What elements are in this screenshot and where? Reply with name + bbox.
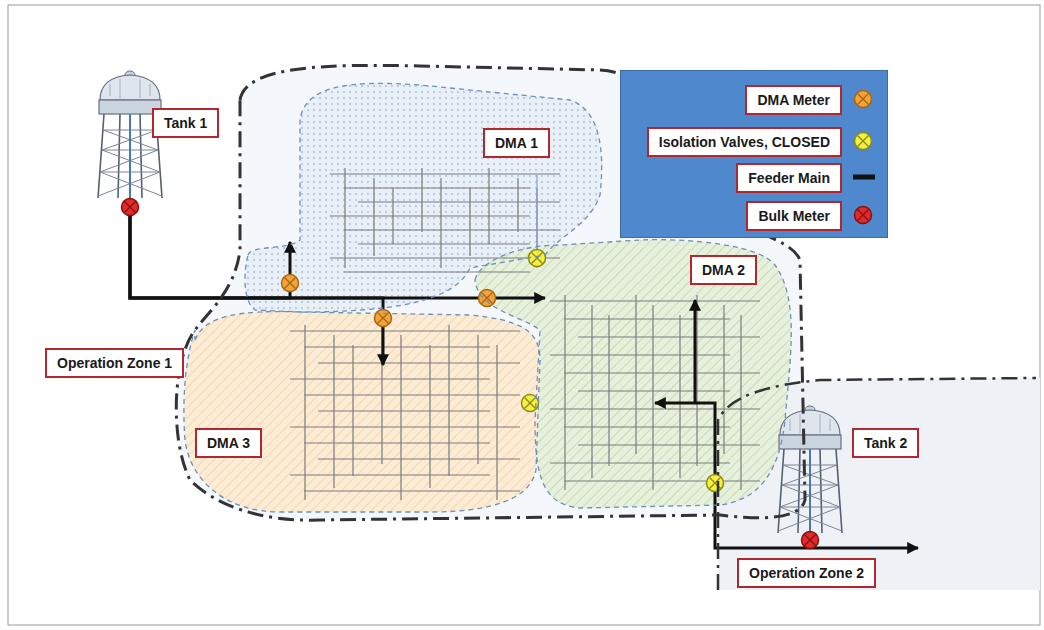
legend-panel: DMA MeterIsolation Valves, CLOSED Feeder … bbox=[620, 70, 888, 238]
zone-region: DMA 2 bbox=[470, 235, 800, 512]
tank-area: Tank 2 bbox=[775, 405, 925, 548]
zone-label: Tank 1 bbox=[152, 108, 219, 138]
legend-dma-meter bbox=[855, 91, 872, 108]
zone-region: Operation Zone 2 Tank 2 bbox=[712, 372, 1044, 590]
zone-label: Tank 2 bbox=[852, 428, 919, 458]
region-outline bbox=[178, 305, 545, 518]
isolation-valve bbox=[529, 250, 546, 267]
isolation-valve bbox=[707, 475, 724, 492]
legend-bulk-meter bbox=[855, 207, 872, 224]
tank-area: Tank 1 bbox=[95, 68, 260, 215]
isolation-valve bbox=[522, 395, 539, 412]
feeder-main bbox=[130, 215, 383, 365]
dma-meter bbox=[282, 275, 299, 292]
zone-label: DMA 2 bbox=[690, 255, 757, 285]
feeder-main bbox=[655, 403, 810, 548]
legend-label: Bulk Meter bbox=[746, 201, 842, 231]
legend-isolation-valve bbox=[855, 133, 872, 150]
dma-meter bbox=[375, 310, 392, 327]
zone-region: DMA 1 bbox=[243, 80, 610, 318]
legend-label: Feeder Main bbox=[736, 163, 842, 193]
region-outline bbox=[243, 80, 610, 318]
legend-label: DMA Meter bbox=[745, 85, 842, 115]
zone-label: Operation Zone 1 bbox=[45, 348, 184, 378]
feeder-main bbox=[130, 215, 290, 298]
zone-label: Operation Zone 2 bbox=[737, 558, 876, 588]
zone-region: DMA 3 bbox=[178, 305, 545, 518]
bulk-meter bbox=[802, 532, 819, 549]
zone-label: DMA 3 bbox=[195, 428, 262, 458]
feeder-main bbox=[130, 215, 545, 298]
zone-label: DMA 1 bbox=[483, 128, 550, 158]
bulk-meter bbox=[122, 199, 139, 216]
dma-meter bbox=[479, 290, 496, 307]
legend-label: Isolation Valves, CLOSED bbox=[647, 127, 842, 157]
legend-feeder-line bbox=[853, 175, 875, 180]
